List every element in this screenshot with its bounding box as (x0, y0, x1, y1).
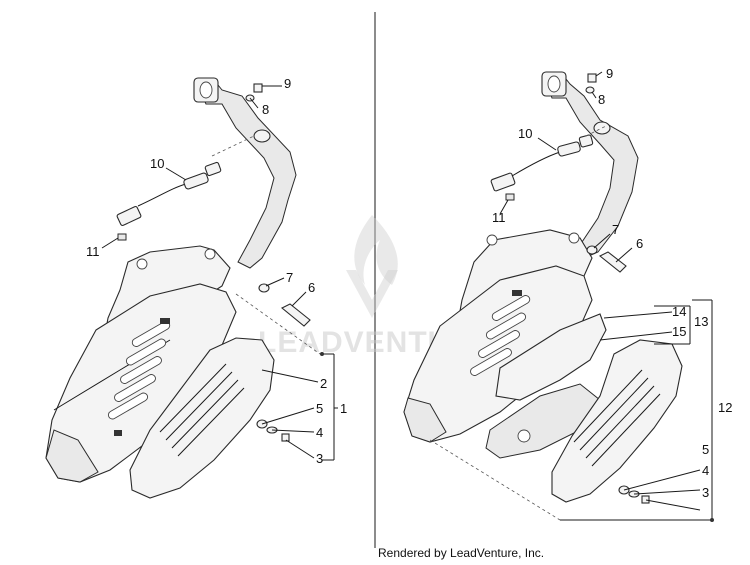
right-muffler-label (512, 290, 522, 296)
left-bracket-hole (136, 258, 148, 270)
right-heat-shield (551, 339, 683, 503)
left-bolt-6 (280, 303, 311, 327)
left-guide-line (211, 135, 255, 157)
left-callout-2: 2 (320, 376, 327, 391)
right-heat-shield-slots (573, 369, 661, 467)
right-gasket-14 (495, 313, 607, 401)
left-leader-lines (101, 85, 338, 461)
left-sensor-clip (117, 233, 127, 241)
right-header-pipe (543, 73, 639, 259)
right-callout-8: 8 (598, 92, 605, 107)
left-leader-dot (320, 352, 324, 356)
right-callout-7: 7 (612, 222, 619, 237)
right-gasket-hole (517, 429, 531, 443)
left-callout-3: 3 (316, 451, 323, 466)
left-nut (253, 83, 263, 93)
right-exhaust-assembly: 9 8 10 11 7 6 14 15 13 12 5 4 3 (403, 66, 732, 522)
left-flange-hole (199, 81, 213, 99)
right-muffler-ribs (470, 295, 531, 376)
left-muffler-label (160, 318, 170, 324)
left-pipe-collar (253, 129, 271, 143)
right-callout-13: 13 (694, 314, 708, 329)
left-callout-11: 11 (86, 244, 100, 259)
right-bracket-hole-2 (568, 232, 580, 244)
right-bolt-6 (598, 251, 627, 273)
right-callout-4: 4 (702, 463, 709, 478)
render-credit: Rendered by LeadVenture, Inc. (378, 546, 545, 560)
left-callout-7: 7 (286, 270, 293, 285)
left-callout-6: 6 (308, 280, 315, 295)
right-callout-10: 10 (518, 126, 532, 141)
right-leader-dot (710, 518, 714, 522)
left-muffler-label-2 (114, 430, 122, 436)
right-oxygen-sensor (490, 134, 594, 192)
left-screw-3 (281, 433, 290, 442)
left-callout-4: 4 (316, 425, 323, 440)
left-callout-9: 9 (284, 76, 291, 91)
left-muffler-ribs (107, 321, 171, 420)
left-exhaust-assembly: 9 8 10 11 7 6 2 5 1 4 3 (45, 76, 347, 499)
right-sensor-clip (505, 193, 515, 201)
right-guide-line-2 (429, 439, 561, 521)
right-callout-14: 14 (672, 304, 686, 319)
left-header-pipe (195, 79, 297, 269)
left-muffler-endcap (45, 429, 99, 483)
right-bracket-hole (486, 234, 498, 246)
right-callout-6: 6 (636, 236, 643, 251)
right-screw-3 (641, 495, 650, 504)
left-heat-shield (129, 337, 275, 499)
right-callout-3: 3 (702, 485, 709, 500)
left-callout-8: 8 (262, 102, 269, 117)
right-muffler-endcap (403, 397, 447, 443)
left-heat-shield-slots (159, 363, 245, 457)
right-washer-8 (585, 86, 595, 94)
right-callout-11: 11 (492, 210, 506, 225)
left-bracket-hole-2 (204, 248, 216, 260)
right-callout-15: 15 (672, 324, 686, 339)
right-callout-9: 9 (606, 66, 613, 81)
left-callout-5: 5 (316, 401, 323, 416)
left-guide-line-2 (235, 293, 321, 355)
left-callout-1: 1 (340, 401, 347, 416)
right-pipe-collar (593, 121, 611, 135)
left-callout-10: 10 (150, 156, 164, 171)
right-guide-line (585, 125, 607, 137)
left-oxygen-sensor (116, 161, 222, 226)
right-leader-lines (499, 71, 713, 521)
right-callout-5: 5 (702, 442, 709, 457)
right-nut (587, 73, 597, 83)
right-flange-hole (547, 75, 561, 93)
right-callout-12: 12 (718, 400, 732, 415)
